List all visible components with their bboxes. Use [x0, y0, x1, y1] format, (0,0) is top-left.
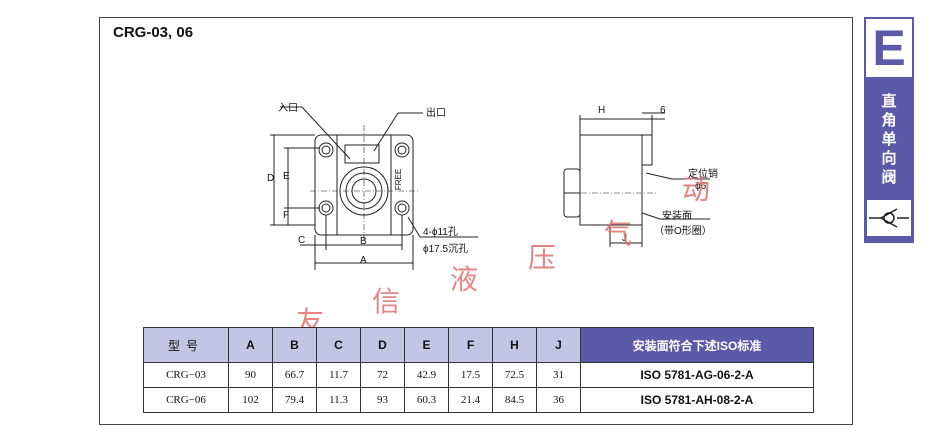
dim-j-label: J	[622, 233, 627, 244]
dim-b-label: B	[360, 236, 367, 247]
check-valve-symbol-icon	[867, 200, 911, 236]
valve-diagram-lines	[270, 106, 710, 270]
table-cell: 72.5	[492, 362, 537, 388]
oring-label: （带O形圈）	[654, 226, 712, 237]
counterbore-label: ϕ17.5沉孔	[423, 244, 469, 255]
col-header: F	[448, 327, 493, 363]
table-cell: 31	[536, 362, 581, 388]
watermark-char: 信	[372, 287, 401, 318]
section-char: 阀	[881, 169, 897, 186]
dim-e-label: E	[283, 171, 290, 182]
watermark-char: 液	[450, 265, 479, 296]
table-cell: 79.4	[272, 387, 317, 413]
free-flow-label: FREE	[394, 168, 404, 191]
table-cell: ISO 5781-AH-08-2-A	[580, 387, 814, 413]
dim-d-label: D	[267, 173, 275, 184]
section-letter: E	[864, 17, 914, 79]
locating-pin-label: 定位销	[688, 169, 718, 180]
dim-h-label: H	[598, 105, 606, 116]
section-char: 直	[881, 93, 897, 110]
col-header: H	[492, 327, 537, 363]
col-header-model: 型号	[143, 327, 229, 363]
pin-diameter-label: ϕ6	[695, 181, 707, 192]
table-cell: 36	[536, 387, 581, 413]
section-char: 角	[881, 112, 897, 129]
table-cell: 93	[360, 387, 405, 413]
table-cell: CRG−03	[143, 362, 229, 388]
inlet-label: 入口	[278, 103, 298, 114]
table-row: CRG−03 90 66.7 11.7 72 42.9 17.5 72.5 31…	[143, 362, 814, 388]
page-title: CRG-03, 06	[113, 24, 194, 41]
dim-6-label: 6	[660, 105, 666, 116]
watermark-char: 动	[682, 175, 711, 206]
watermark-char: 压	[528, 243, 557, 274]
mounting-holes-label: 4-ϕ11孔	[423, 227, 458, 238]
table-cell: 17.5	[448, 362, 493, 388]
table-cell: 66.7	[272, 362, 317, 388]
section-title: 直 角 单 向 阀	[864, 92, 914, 187]
outlet-label: 出口	[426, 108, 446, 119]
table-cell: CRG−06	[143, 387, 229, 413]
table-cell: 11.7	[316, 362, 361, 388]
drawing-frame	[99, 17, 853, 425]
col-header: D	[360, 327, 405, 363]
table-cell: 60.3	[404, 387, 449, 413]
dimension-table: 型号 A B C D E F H J 安装面符合下述ISO标准 CRG−03 9…	[143, 327, 814, 413]
mounting-face-label: 安装面	[662, 211, 692, 222]
col-header: E	[404, 327, 449, 363]
dim-f-label: F	[283, 210, 290, 221]
dim-c-label: C	[298, 235, 306, 246]
valve-diagram: 入口 出口 FREE 4-ϕ11孔 ϕ17.5沉孔 D E F C B A H …	[240, 95, 760, 280]
table-cell: 21.4	[448, 387, 493, 413]
table-header-row: 型号 A B C D E F H J 安装面符合下述ISO标准	[143, 327, 814, 363]
col-header: B	[272, 327, 317, 363]
section-char: 单	[881, 131, 897, 148]
table-cell: 90	[228, 362, 273, 388]
table-cell: ISO 5781-AG-06-2-A	[580, 362, 814, 388]
watermark-char: 气	[604, 219, 633, 250]
table-cell: 42.9	[404, 362, 449, 388]
table-cell: 84.5	[492, 387, 537, 413]
table-row: CRG−06 102 79.4 11.3 93 60.3 21.4 84.5 3…	[143, 387, 814, 413]
col-header: C	[316, 327, 361, 363]
table-cell: 11.3	[316, 387, 361, 413]
table-cell: 72	[360, 362, 405, 388]
col-header: J	[536, 327, 581, 363]
col-header: A	[228, 327, 273, 363]
section-char: 向	[881, 150, 897, 167]
col-header-iso-standard: 安装面符合下述ISO标准	[580, 327, 814, 363]
dim-a-label: A	[360, 255, 367, 266]
table-cell: 102	[228, 387, 273, 413]
